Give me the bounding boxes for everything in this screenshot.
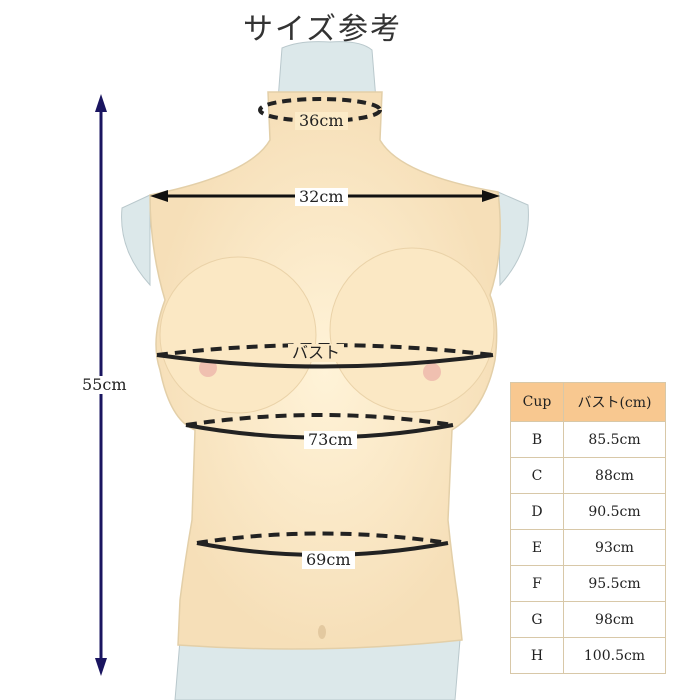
header-cup: Cup bbox=[510, 382, 564, 422]
mannequin-left-shoulder bbox=[121, 194, 151, 287]
bust-cell: 95.5cm bbox=[563, 565, 666, 602]
underbust-label: 73cm bbox=[304, 431, 357, 449]
bust-measure-front bbox=[156, 353, 494, 369]
cup-cell: B bbox=[510, 421, 564, 458]
waist-label: 69cm bbox=[302, 551, 355, 569]
cup-cell: F bbox=[510, 565, 564, 602]
bust-cell: 90.5cm bbox=[563, 493, 666, 530]
height-arrowhead-bottom bbox=[95, 658, 107, 676]
shoulder-arrowhead-right bbox=[482, 190, 500, 202]
cup-cell: E bbox=[510, 529, 564, 566]
mannequin-right-shoulder bbox=[497, 191, 529, 287]
mannequin-neck bbox=[277, 41, 377, 101]
bust-cell: 100.5cm bbox=[563, 637, 666, 674]
bust-label: バスト bbox=[288, 344, 345, 362]
cup-cell: D bbox=[510, 493, 564, 530]
bust-cell: 93cm bbox=[563, 529, 666, 566]
shoulder-arrowhead-left bbox=[150, 190, 168, 202]
bust-cell: 85.5cm bbox=[563, 421, 666, 458]
torso-body bbox=[149, 91, 501, 650]
waist-measure-back bbox=[196, 531, 449, 545]
cup-cell: C bbox=[510, 457, 564, 494]
navel bbox=[318, 625, 326, 639]
size-table-header: Cup バスト(cm) bbox=[510, 382, 666, 422]
left-breast bbox=[159, 256, 317, 414]
shoulder-label: 32cm bbox=[295, 188, 348, 206]
neck-label: 36cm bbox=[295, 112, 348, 130]
bust-cell: 88cm bbox=[563, 457, 666, 494]
header-bust: バスト(cm) bbox=[563, 382, 666, 422]
bust-cell: 98cm bbox=[563, 601, 666, 638]
right-nipple bbox=[423, 363, 441, 381]
right-breast bbox=[329, 247, 495, 413]
height-arrowhead-top bbox=[95, 94, 107, 112]
underbust-measure-back bbox=[185, 413, 454, 427]
cup-cell: G bbox=[510, 601, 564, 638]
left-nipple bbox=[199, 359, 217, 377]
height-label: 55cm bbox=[78, 376, 131, 394]
cup-cell: H bbox=[510, 637, 564, 674]
